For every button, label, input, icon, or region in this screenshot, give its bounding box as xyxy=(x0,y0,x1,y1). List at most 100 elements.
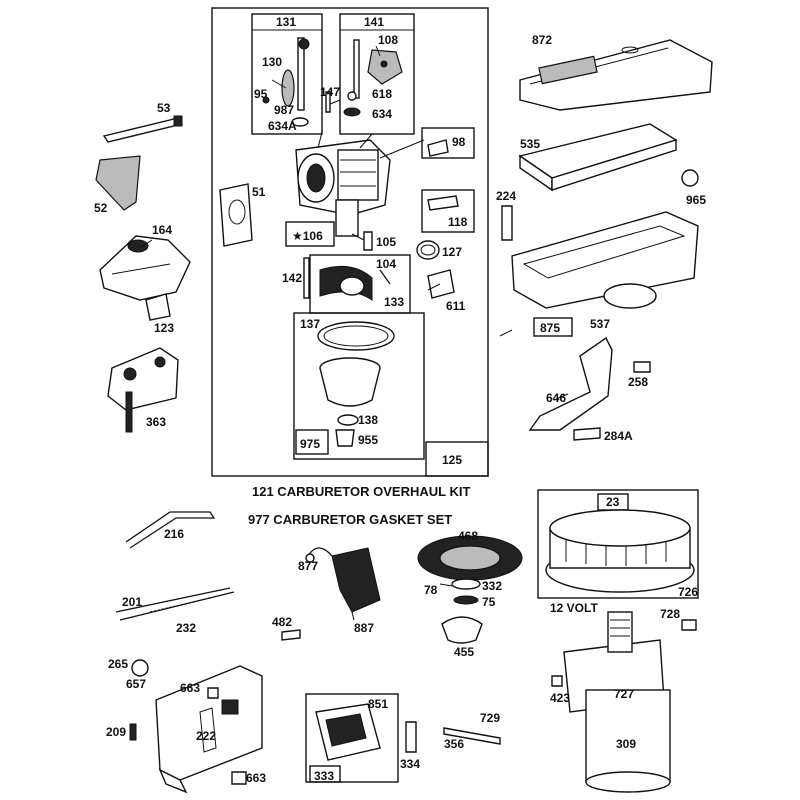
label-164: 164 xyxy=(152,223,172,237)
screw-663a xyxy=(207,687,219,699)
label-468: 468 xyxy=(458,529,478,543)
label-634: 634 xyxy=(372,107,392,121)
bracket-363 xyxy=(107,347,179,433)
box-131 xyxy=(251,13,323,135)
box-98 xyxy=(421,127,475,159)
label-104: 104 xyxy=(376,257,396,271)
label-728: 728 xyxy=(660,607,680,621)
label-141: 141 xyxy=(364,15,384,29)
label-877: 877 xyxy=(298,559,318,573)
base-875 xyxy=(511,211,699,309)
label-105: 105 xyxy=(376,235,396,249)
label-887: 887 xyxy=(354,621,374,635)
screw-123 xyxy=(145,293,171,321)
label-727: 727 xyxy=(614,687,634,701)
screw-147 xyxy=(325,91,331,113)
label-258: 258 xyxy=(628,375,648,389)
carburetor-group xyxy=(211,7,489,477)
caption-overhaul-kit: 121 CARBURETOR OVERHAUL KIT xyxy=(252,484,470,499)
label-12-volt: 12 VOLT xyxy=(550,601,598,615)
link-201-232 xyxy=(115,587,235,621)
label-95: 95 xyxy=(254,87,268,101)
part-53-shaft xyxy=(102,115,184,143)
gasket-52 xyxy=(95,155,141,211)
screw-118 xyxy=(427,195,459,211)
filter-535 xyxy=(518,123,678,192)
label-98: 98 xyxy=(452,135,466,149)
label-618: 618 xyxy=(372,87,392,101)
label-138: 138 xyxy=(358,413,378,427)
leader-lines xyxy=(139,45,569,621)
label-147: 147 xyxy=(320,85,340,99)
screw-258 xyxy=(633,361,651,373)
nozzle-105 xyxy=(363,231,373,251)
label-53: 53 xyxy=(157,101,171,115)
label-663a: 663 xyxy=(180,681,200,695)
screw-423 xyxy=(551,675,563,687)
label-75: 75 xyxy=(482,595,496,609)
label-78: 78 xyxy=(424,583,438,597)
box-125 xyxy=(425,441,489,477)
box-851 xyxy=(305,693,399,783)
label-131: 131 xyxy=(276,15,296,29)
label-23: 23 xyxy=(606,495,620,509)
label-106: ★106 xyxy=(292,229,323,243)
label-537: 537 xyxy=(590,317,610,331)
label-127: 127 xyxy=(442,245,462,259)
part-labels: 53 52 164 123 363 51 131 130 95 987 634A… xyxy=(94,15,706,785)
label-222: 222 xyxy=(196,729,216,743)
screw-334 xyxy=(405,721,417,753)
screw-284a xyxy=(573,427,601,441)
label-356: 356 xyxy=(444,737,464,751)
label-634a: 634A xyxy=(268,119,297,133)
screen-468 xyxy=(417,535,523,644)
link-216 xyxy=(125,511,216,549)
label-216: 216 xyxy=(164,527,184,541)
label-52: 52 xyxy=(94,201,108,215)
label-108: 108 xyxy=(378,33,398,47)
screw-98 xyxy=(427,139,449,157)
label-51: 51 xyxy=(252,185,266,199)
label-423: 423 xyxy=(550,691,570,705)
air-cleaner-cover-872 xyxy=(519,39,713,111)
screw-728 xyxy=(681,619,697,631)
carburetor-kit-box xyxy=(211,7,489,477)
label-224: 224 xyxy=(496,189,516,203)
screw-663b xyxy=(231,771,247,785)
label-535: 535 xyxy=(520,137,540,151)
coil-887 xyxy=(305,547,381,613)
label-133: 133 xyxy=(384,295,404,309)
label-729: 729 xyxy=(480,711,500,725)
pin-142 xyxy=(303,257,310,299)
gasket-51 xyxy=(219,183,253,247)
part-265 xyxy=(131,659,149,677)
label-334: 334 xyxy=(400,757,420,771)
box-141 xyxy=(339,13,415,135)
spring-209 xyxy=(129,723,137,741)
box-875 xyxy=(533,317,573,337)
wire-356-729 xyxy=(443,727,501,745)
label-118: 118 xyxy=(448,215,468,229)
module-851 xyxy=(315,703,381,761)
throttle-shaft-131 xyxy=(262,37,310,127)
nut-965 xyxy=(681,169,699,187)
label-333: 333 xyxy=(314,769,334,783)
label-975: 975 xyxy=(300,437,320,451)
starter-309 xyxy=(563,611,671,793)
carburetor-body xyxy=(295,131,425,237)
float-133 xyxy=(319,265,391,301)
label-123: 123 xyxy=(154,321,174,335)
label-646: 646 xyxy=(546,391,566,405)
float-bowl-137 xyxy=(317,321,395,447)
label-482: 482 xyxy=(272,615,292,629)
label-309: 309 xyxy=(616,737,636,751)
label-987: 987 xyxy=(274,103,294,117)
box-137 xyxy=(293,312,425,460)
label-851: 851 xyxy=(368,697,388,711)
ring-127 xyxy=(416,240,440,260)
box-106 xyxy=(285,221,335,247)
box-975 xyxy=(295,429,329,455)
label-955: 955 xyxy=(358,433,378,447)
bracket-222 xyxy=(155,665,263,794)
